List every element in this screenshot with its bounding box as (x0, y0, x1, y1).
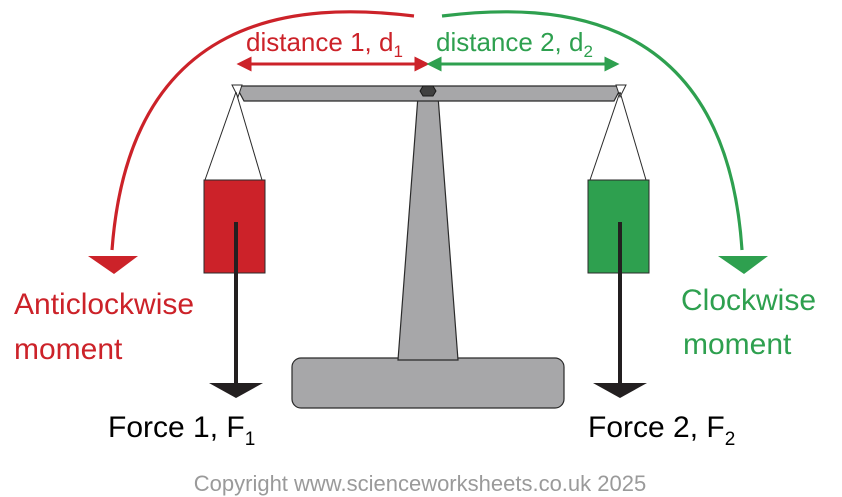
right-beam-hook (615, 84, 627, 99)
force-2-arrowhead (593, 383, 647, 398)
clockwise-moment-arrow (441, 10, 744, 251)
right-string (589, 91, 621, 181)
copyright-text: Copyright www.scienceworksheets.co.uk 20… (194, 471, 646, 496)
pivot-icon (419, 85, 437, 97)
anticlockwise-label: Anticlockwise moment (14, 288, 202, 366)
distance-2-label: distance 2, d2 (436, 27, 593, 61)
left-string (204, 91, 237, 181)
right-string (619, 91, 647, 181)
clockwise-arrowhead (718, 256, 768, 274)
left-string (235, 91, 263, 181)
anticlockwise-arrowhead (88, 256, 138, 274)
clockwise-label: Clockwise moment (681, 284, 824, 361)
force-2-label: Force 2, F2 (588, 411, 735, 450)
force-1-arrowhead (209, 383, 263, 398)
balance-stand (397, 95, 459, 361)
balance-base (291, 357, 565, 409)
force-1-label: Force 1, F1 (108, 411, 255, 450)
anticlockwise-moment-arrow (110, 10, 415, 251)
distance-1-label: distance 1, d1 (246, 27, 403, 61)
left-beam-hook (231, 84, 243, 99)
